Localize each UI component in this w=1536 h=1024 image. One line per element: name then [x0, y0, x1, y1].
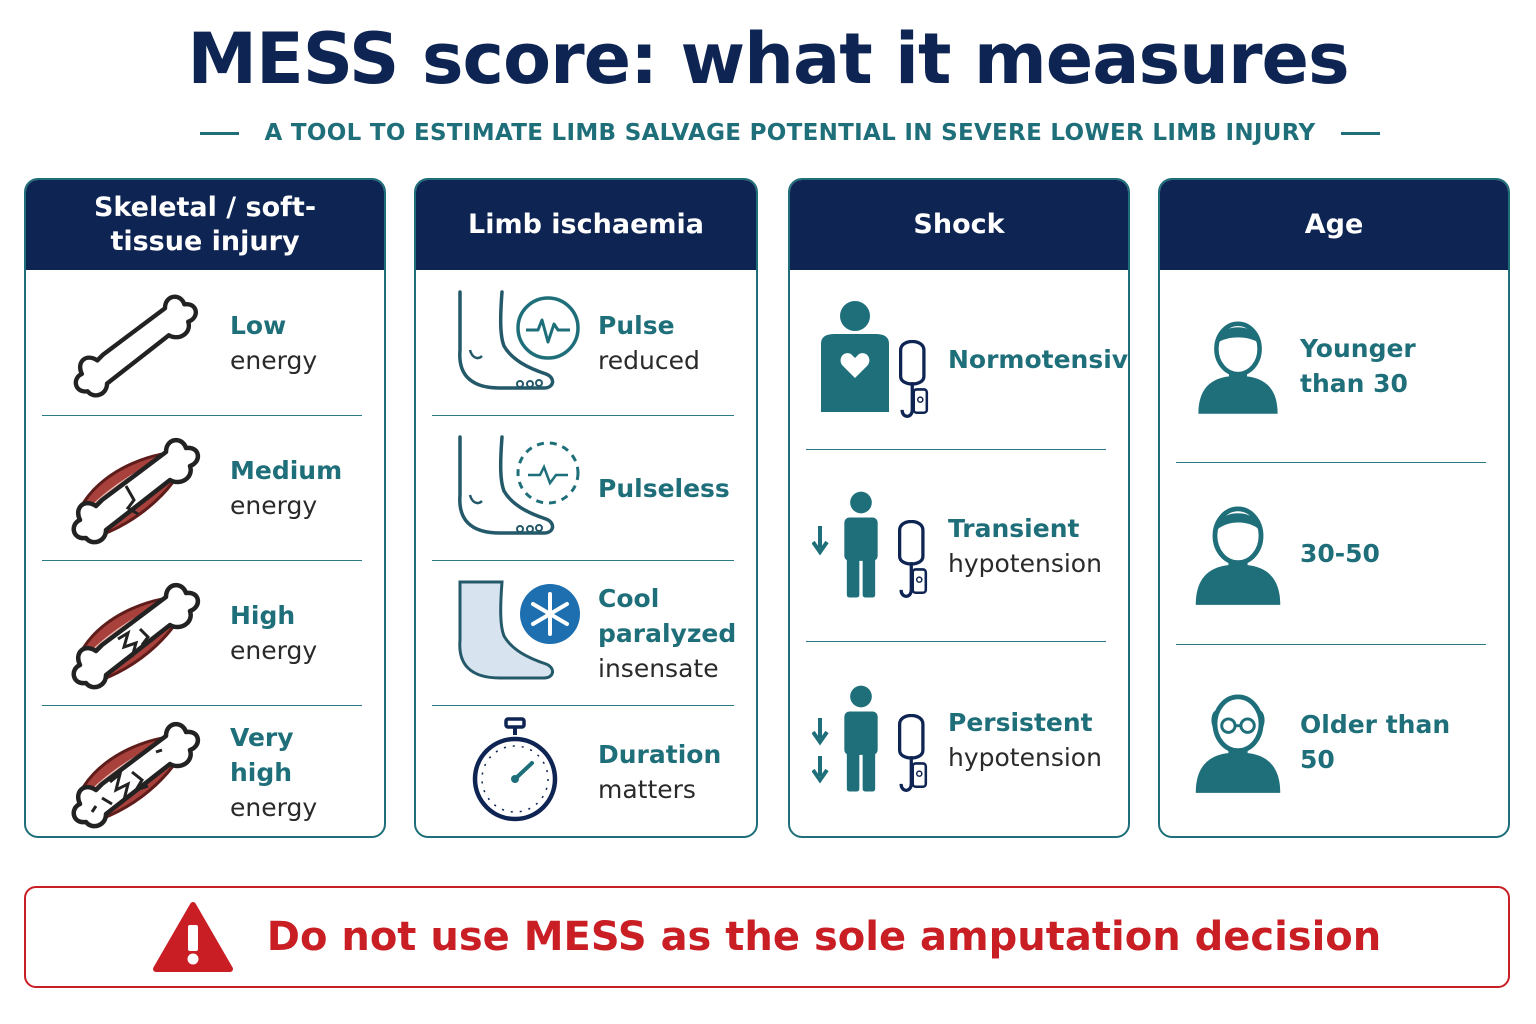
bone-icon [42, 285, 230, 401]
comminuted-bone-icon [42, 573, 230, 693]
row-duration: Duration matters [432, 706, 734, 836]
row-label: Duration matters [598, 740, 722, 804]
row-30-50: 30-50 [1176, 463, 1486, 645]
crushed-bone-icon [42, 712, 230, 832]
card-shock: Shock Normotensive [788, 178, 1130, 838]
warning-triangle-icon [152, 902, 233, 972]
person-bp-down-icon [806, 486, 948, 606]
row-label: Very high energy [230, 722, 318, 822]
row-transient-hypotension: Transient hypotension [806, 450, 1106, 642]
row-medium-energy: Medium energy [42, 416, 362, 561]
subtitle: A TOOL TO ESTIMATE LIMB SALVAGE POTENTIA… [264, 120, 1316, 146]
card-ischaemia: Limb ischaemia Pulse reduced [414, 178, 758, 838]
row-label: Pulse reduced [598, 310, 700, 375]
foot-no-pulse-icon [432, 433, 598, 543]
row-label: Cool paralyzed insensate [598, 583, 737, 683]
row-label: Medium energy [230, 456, 343, 520]
cold-foot-icon [432, 578, 598, 688]
subtitle-row: A TOOL TO ESTIMATE LIMB SALVAGE POTENTIA… [200, 116, 1380, 150]
row-pulse-reduced: Pulse reduced [432, 270, 734, 416]
row-label: High energy [230, 601, 318, 665]
row-label: Low energy [230, 310, 318, 375]
row-normotensive: Normotensive [806, 270, 1128, 450]
row-label: Pulseless [598, 473, 730, 503]
page-title: MESS score: what it measures [187, 18, 1349, 100]
row-very-high-energy: Very high energy [42, 706, 362, 838]
card-header: Skeletal / soft-tissue injury [26, 180, 384, 270]
row-label: Normotensive [948, 345, 1130, 374]
adult-person-icon [1176, 498, 1300, 610]
subtitle-rule-left [200, 131, 239, 135]
warning-text: Do not use MESS as the sole amputation d… [266, 914, 1382, 960]
card-skeletal: Skeletal / soft-tissue injury Low energy… [24, 178, 386, 838]
person-heart-bp-icon [806, 300, 948, 420]
row-label: Persistent hypotension [948, 708, 1102, 772]
card-header: Shock [790, 180, 1128, 270]
stopwatch-icon [432, 717, 598, 827]
fractured-bone-icon [42, 428, 230, 548]
row-label: 30-50 [1300, 539, 1380, 568]
row-persistent-hypotension: Persistent hypotension [806, 642, 1106, 836]
older-person-icon [1176, 686, 1300, 798]
row-cool-paralyzed: Cool paralyzed insensate [432, 561, 737, 706]
foot-pulse-icon [432, 288, 598, 398]
card-age: Age Younger than 30 30-50 [1158, 178, 1510, 838]
row-low-energy: Low energy [42, 270, 362, 416]
young-person-icon [1176, 316, 1300, 416]
person-bp-double-down-icon [806, 680, 948, 800]
subtitle-rule-right [1341, 131, 1380, 135]
card-header: Limb ischaemia [416, 180, 756, 270]
row-pulseless: Pulseless [432, 416, 734, 561]
row-label: Transient hypotension [948, 513, 1102, 578]
card-header: Age [1160, 180, 1508, 270]
row-younger-than-30: Younger than 30 [1176, 270, 1486, 463]
row-high-energy: High energy [42, 561, 362, 706]
row-label: Younger than 30 [1300, 334, 1416, 398]
row-older-than-50: Older than 50 [1176, 645, 1486, 838]
row-label: Older than 50 [1300, 709, 1451, 774]
warning-banner: Do not use MESS as the sole amputation d… [24, 886, 1510, 988]
